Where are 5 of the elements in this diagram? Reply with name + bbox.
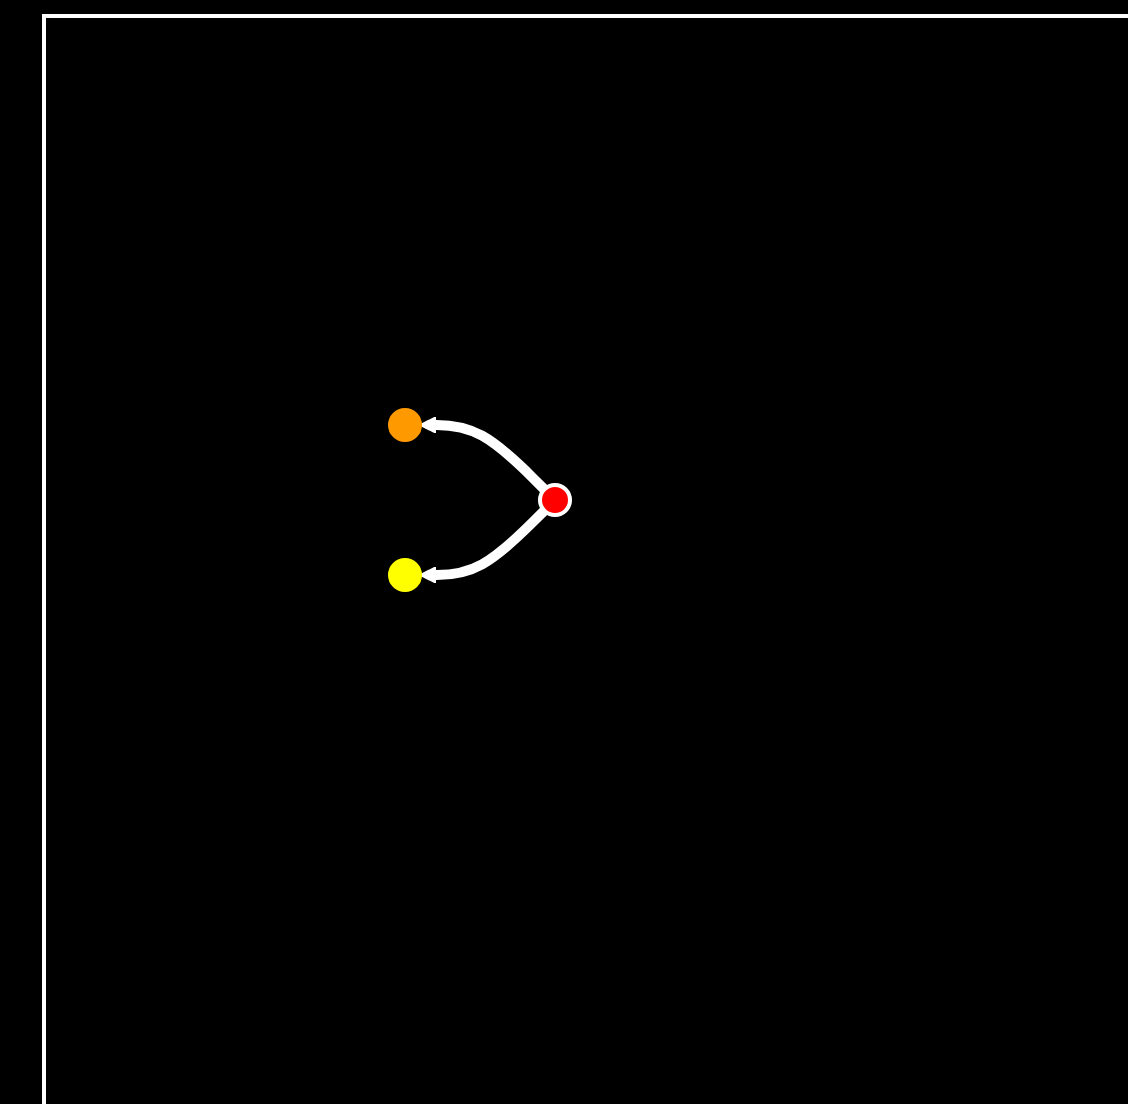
node-circle xyxy=(388,408,422,442)
arrow xyxy=(419,507,548,584)
node-circle xyxy=(388,558,422,592)
arrow xyxy=(419,416,548,493)
node-circle xyxy=(538,483,572,517)
